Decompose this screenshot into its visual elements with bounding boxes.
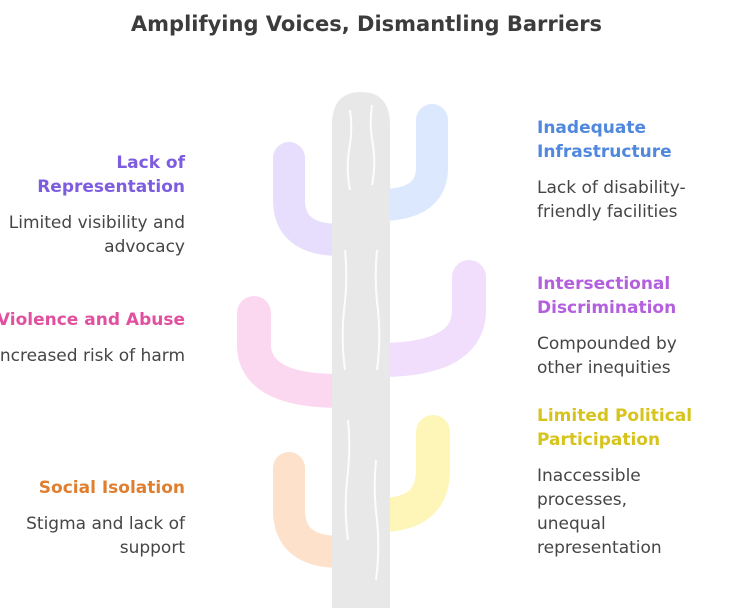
arm-violence [237,296,357,408]
item-violence-and-abuse: Violence and Abuse Increased risk of har… [0,308,185,368]
arm-isolation [273,452,356,568]
item-heading: Violence and Abuse [0,310,185,330]
arm-political [363,415,450,532]
item-description: Inaccessible processes, unequal represen… [537,466,662,558]
item-social-isolation: Social Isolation Stigma and lack of supp… [0,476,185,560]
item-heading: Inadequate Infrastructure [537,118,672,162]
arm-intersectional [363,260,486,377]
arm-representation [273,142,356,256]
item-lack-of-representation: Lack of Representation Limited visibilit… [0,151,185,259]
item-description: Stigma and lack of support [26,514,185,558]
trunk-texture [341,104,381,581]
item-description: Limited visibility and advocacy [8,213,185,257]
item-heading: Limited Political Participation [537,406,693,450]
item-heading: Lack of Representation [37,153,185,197]
item-description: Lack of disability-friendly facilities [537,178,686,222]
item-limited-political-participation: Limited Political Participation Inaccess… [537,404,722,560]
arm-infrastructure [364,104,448,221]
diagram-title: Amplifying Voices, Dismantling Barriers [130,12,603,36]
item-description: Increased risk of harm [0,346,185,366]
item-heading: Intersectional Discrimination [537,274,677,318]
item-inadequate-infrastructure: Inadequate Infrastructure Lack of disabi… [537,116,727,224]
item-heading: Social Isolation [38,478,185,498]
cactus-trunk [332,92,390,608]
item-description: Compounded by other inequities [537,334,677,378]
item-intersectional-discrimination: Intersectional Discrimination Compounded… [537,272,707,380]
